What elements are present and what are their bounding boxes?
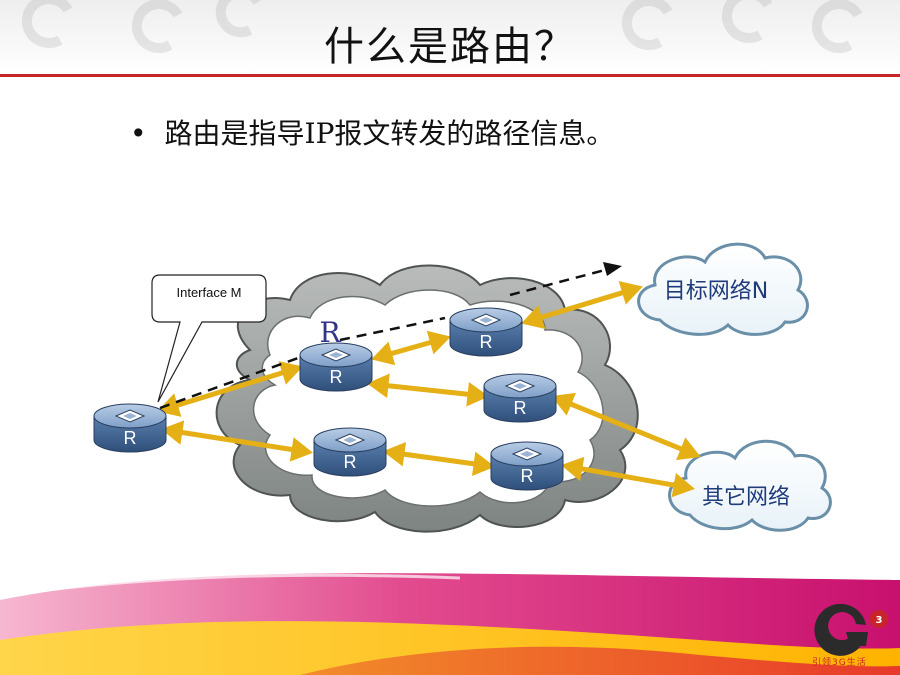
logo-slogan: 引领3G生活: [812, 658, 867, 668]
other-network-cloud: [668, 439, 832, 532]
bullet-dot-icon: •: [130, 117, 147, 150]
bullet-text: 路由是指导IP报文转发的路径信息。: [164, 117, 615, 150]
router-label: R: [514, 398, 527, 418]
link-arrow: [157, 361, 303, 417]
interface-callout: Interface M: [151, 274, 267, 403]
router-icon: R: [93, 403, 167, 453]
interface-callout-label: Interface M: [176, 285, 241, 300]
link-arrow: [561, 456, 695, 498]
router-label: R: [330, 367, 343, 387]
router-icon: R: [490, 441, 564, 491]
router-icon: R: [449, 307, 523, 357]
other-network-label: 其它网络: [702, 485, 790, 510]
link-arrow: [521, 281, 643, 329]
link-arrows: [157, 281, 701, 498]
link-arrow: [551, 392, 701, 461]
router-label: R: [521, 466, 534, 486]
router-label: R: [344, 452, 357, 472]
router-icon: R: [483, 373, 557, 423]
highlighted-router-label: R: [319, 316, 341, 349]
bullet-item: • 路由是指导IP报文转发的路径信息。: [130, 112, 614, 152]
router-label: R: [124, 428, 137, 448]
router-label: R: [480, 332, 493, 352]
link-arrow: [371, 330, 451, 366]
logo-badge-text: 3: [876, 615, 883, 626]
slide-title: 什么是路由？: [324, 24, 576, 70]
router-icon: R: [299, 342, 373, 392]
bottom-decoration: [0, 573, 900, 675]
header-background: [0, 0, 900, 74]
header-swirl-pattern: [21, 0, 863, 53]
link-arrow: [366, 373, 490, 407]
brand-logo: 3: [814, 603, 888, 656]
router-icon: R: [313, 427, 387, 477]
target-network-cloud: [637, 242, 809, 336]
title-divider: [0, 74, 900, 77]
forwarding-path-arrow: [159, 262, 622, 410]
target-network-label: 目标网络N: [664, 279, 768, 304]
link-arrow: [161, 420, 313, 462]
link-arrow: [383, 442, 495, 476]
logo-badge-icon: [870, 610, 888, 628]
